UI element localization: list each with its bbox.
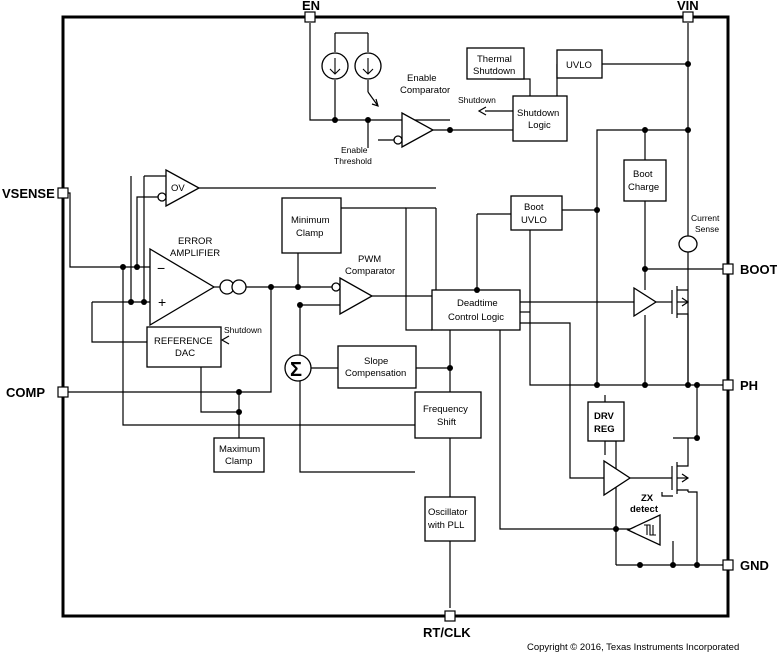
pin-vsense (57, 187, 69, 199)
ov-comparator (157, 168, 201, 208)
boot-charge-block (623, 159, 667, 202)
drv-reg-label-2: REG (594, 424, 615, 435)
shutdown-dac-label: Shutdown (224, 325, 262, 335)
enable-comparator-label-1: Enable (407, 73, 437, 84)
zx-label: ZX (641, 493, 654, 504)
pin-label-boot: BOOT (740, 262, 777, 277)
frequency-shift-label-1: Frequency (423, 404, 468, 415)
summing-node (284, 354, 312, 382)
shutdown-logic-label-2: Logic (528, 120, 551, 131)
pin-boot (722, 263, 734, 275)
thermal-shutdown-label-2: Shutdown (473, 66, 515, 77)
boot-uvlo-label-1: Boot (524, 202, 544, 213)
low-side-driver (603, 459, 632, 497)
error-amplifier-label-2: AMPLIFIER (170, 248, 220, 259)
oscillator-label-1: Oscillator (428, 507, 468, 518)
frequency-shift-block (414, 391, 482, 439)
pin-label-comp: COMP (6, 385, 45, 400)
pin-label-rtclk: RT/CLK (423, 625, 471, 640)
uvlo-label: UVLO (566, 60, 592, 71)
reference-dac-block (146, 326, 222, 368)
pin-en (304, 11, 316, 23)
maximum-clamp-label-2: Clamp (225, 456, 252, 467)
enable-comparator-label-2: Comparator (400, 85, 450, 96)
pin-ph (722, 379, 734, 391)
chip-outline (61, 15, 730, 618)
boot-charge-label-1: Boot (633, 169, 653, 180)
arrows (220, 98, 487, 345)
pin-label-ph: PH (740, 378, 758, 393)
current-source-2 (354, 52, 382, 80)
junction-dots (120, 61, 700, 568)
minimum-clamp-block (281, 197, 342, 254)
enable-comparator (393, 111, 435, 149)
enable-threshold-label-2: Threshold (334, 156, 372, 166)
copyright-notice: Copyright © 2016, Texas Instruments Inco… (527, 642, 739, 653)
error-amplifier-label-1: ERROR (178, 236, 212, 247)
pin-label-vsense: VSENSE (2, 186, 55, 201)
thermal-shutdown-block (466, 47, 525, 80)
slope-compensation-label-2: Compensation (345, 368, 406, 379)
pwm-comparator-label-1: PWM (358, 254, 381, 265)
pwm-comparator-label-2: Comparator (345, 266, 395, 277)
enable-threshold-label-1: Enable (341, 145, 368, 155)
pin-vin (682, 11, 694, 23)
pin-label-en: EN (302, 0, 320, 13)
frequency-shift-label-2: Shift (437, 417, 456, 428)
slope-compensation-label-1: Slope (364, 356, 388, 367)
error-amplifier (149, 247, 216, 327)
deadtime-label-1: Deadtime (457, 298, 498, 309)
ov-label: OV (171, 183, 185, 194)
pins: EN VIN VSENSE COMP BOOT PH GND RT/CLK (2, 0, 777, 640)
pin-gnd (722, 559, 734, 571)
reference-dac-label-1: REFERENCE (154, 336, 213, 347)
boot-uvlo-block (510, 195, 563, 231)
sum-symbol: Σ (290, 359, 302, 381)
gm-circle-2 (231, 279, 247, 295)
low-side-mosfet (671, 438, 690, 494)
uvlo-block (556, 49, 603, 79)
drv-reg-block (587, 401, 625, 442)
pwm-comparator (331, 276, 374, 316)
detect-label: detect (630, 504, 659, 515)
boot-uvlo-label-2: UVLO (521, 215, 547, 226)
zx-detect-comparator (626, 513, 661, 547)
error-amp-minus: − (157, 260, 165, 276)
error-amp-plus: + (158, 294, 166, 310)
current-sense-label-2: Sense (695, 224, 719, 234)
high-side-driver (633, 286, 658, 318)
maximum-clamp-block (213, 437, 265, 473)
thermal-shutdown-label-1: Thermal (477, 54, 512, 65)
minimum-clamp-label-2: Clamp (296, 228, 323, 239)
oscillator-label-2: with PLL (427, 520, 464, 531)
drv-reg-label-1: DRV (594, 411, 615, 422)
oscillator-pll-block (424, 496, 476, 542)
pin-comp (57, 386, 69, 398)
minimum-clamp-label-1: Minimum (291, 215, 330, 226)
shutdown-signal-label: Shutdown (458, 95, 496, 105)
deadtime-control-block (431, 289, 521, 331)
maximum-clamp-label-1: Maximum (219, 444, 260, 455)
slope-compensation-block (337, 345, 417, 389)
reference-dac-label-2: DAC (175, 348, 195, 359)
pin-label-vin: VIN (677, 0, 699, 13)
shutdown-logic-label-1: Shutdown (517, 108, 559, 119)
shutdown-logic-block (512, 95, 568, 142)
high-side-mosfet (671, 286, 690, 318)
boot-charge-label-2: Charge (628, 182, 659, 193)
pin-label-gnd: GND (740, 558, 769, 573)
current-sense-label-1: Current (691, 213, 720, 223)
pin-rtclk (444, 610, 456, 622)
current-sense-symbol (678, 235, 698, 253)
current-source-1 (321, 52, 349, 80)
deadtime-label-2: Control Logic (448, 312, 504, 323)
